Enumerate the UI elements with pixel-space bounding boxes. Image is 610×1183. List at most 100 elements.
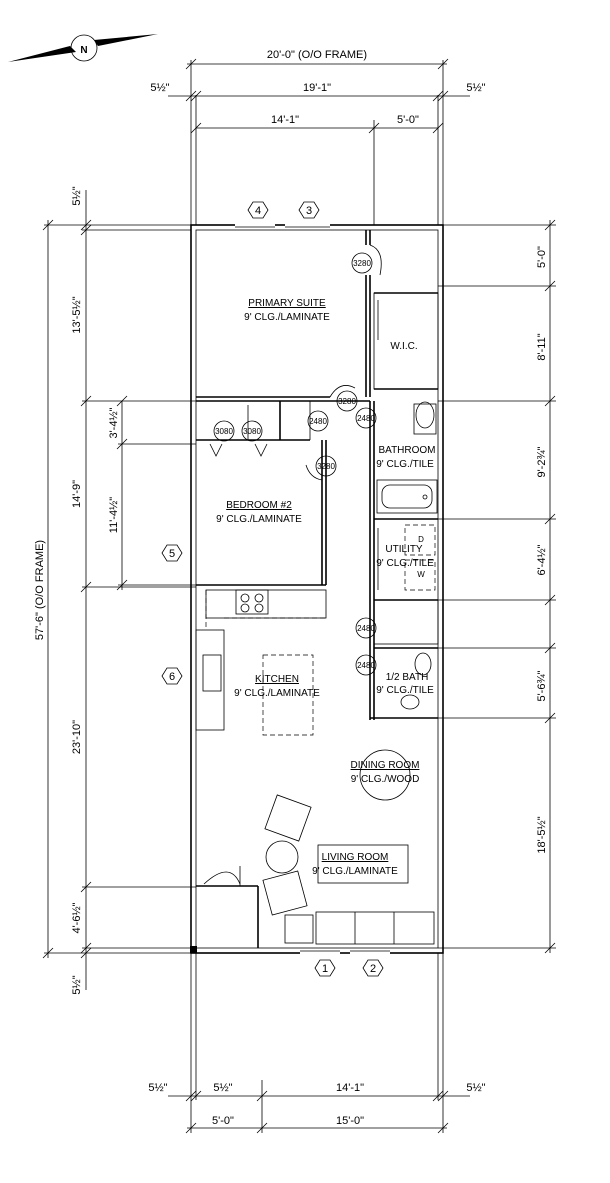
elevation-tag-5 — [161, 544, 183, 562]
elevation-tag-2 — [362, 959, 384, 977]
kitchen-sink-icon — [202, 654, 222, 692]
room-living-finish: 9' CLG./LAMINATE — [312, 866, 398, 877]
room-bath-finish: 9' CLG./TILE — [376, 459, 434, 470]
svg-text:2480: 2480 — [357, 414, 375, 423]
elevation-tag-1 — [314, 959, 336, 977]
dim-left-top-offset: 5½" — [71, 186, 83, 205]
room-bath-name: BATHROOM — [378, 445, 435, 456]
kitchen-island — [262, 654, 314, 736]
dim-bottom-right-offset: 5½" — [466, 1082, 485, 1094]
dryer-icon — [404, 524, 436, 556]
room-wic: W.I.C. — [390, 341, 417, 352]
room-half-name: 1/2 BATH — [386, 672, 429, 683]
room-dining-finish: 9' CLG./WOOD — [351, 774, 420, 785]
dim-top-right-span: 5'-0" — [397, 114, 419, 126]
dim-bottom-porch: 5'-0" — [212, 1115, 234, 1127]
room-kitchen-finish: 9' CLG./LAMINATE — [234, 688, 320, 699]
dim-left-bed-inner: 11'-4½" — [108, 497, 120, 533]
dim-bottom-left-offset: 5½" — [148, 1082, 167, 1094]
room-kitchen-name: KITCHEN — [255, 674, 299, 685]
room-living-name: LIVING ROOM — [322, 852, 389, 863]
dim-bottom-inner-offset: 5½" — [213, 1082, 232, 1094]
dim-left-bedroom: 14'-9" — [71, 480, 83, 508]
door-tags: 3280 3280 3280 3080 3080 2480 2480 2480 … — [209, 244, 382, 676]
dim-right-a: 5'-0" — [536, 246, 548, 268]
elevation-tag-6 — [161, 667, 183, 685]
dim-left-kitchen: 23'-10" — [71, 720, 83, 754]
door-tag-primary — [351, 252, 373, 274]
dim-top-right-offset: 5½" — [466, 82, 485, 94]
bath-toilet-icon — [415, 401, 435, 429]
elevation-tags: 4 3 5 6 1 2 — [161, 201, 384, 977]
interior-walls — [196, 230, 439, 720]
bottom-dimensions: 5½" 5½" 14'-1" 5½" 5'-0" 15'-0" — [148, 953, 486, 1134]
dining-table-icon — [359, 749, 411, 801]
svg-text:4: 4 — [255, 205, 261, 217]
half-bath-toilet-icon — [414, 652, 432, 676]
north-label: N — [80, 45, 87, 56]
washer-label: W — [417, 570, 425, 579]
svg-text:2: 2 — [370, 963, 376, 975]
dim-left-bottom-offset: 5½" — [71, 975, 83, 994]
washer-icon — [404, 559, 436, 591]
dim-top-inner: 19'-1" — [303, 82, 331, 94]
room-utility-name: UTILITY — [385, 544, 423, 555]
svg-text:3280: 3280 — [317, 462, 335, 471]
room-dining-name: DINING ROOM — [351, 760, 420, 771]
svg-text:3280: 3280 — [353, 259, 371, 268]
bathtub-icon — [376, 479, 438, 514]
stove-icon — [235, 589, 269, 615]
dim-bottom-main: 15'-0" — [336, 1115, 364, 1127]
dim-left-entry: 4'-6½" — [71, 902, 83, 933]
dim-top-overall: 20'-0" (O/O FRAME) — [267, 49, 367, 61]
dim-right-c: 9'-2¾" — [536, 446, 548, 477]
room-bed2-finish: 9' CLG./LAMINATE — [216, 514, 302, 525]
room-utility-finish: 9' CLG./TILE — [376, 558, 434, 569]
room-primary-name: PRIMARY SUITE — [248, 298, 326, 309]
door-tag-linen — [307, 410, 329, 432]
dim-right-b: 8'-11" — [536, 333, 548, 360]
exterior-walls — [190, 223, 444, 955]
dim-right-f: 18'-5½" — [536, 816, 548, 853]
svg-text:2480: 2480 — [357, 661, 375, 670]
svg-text:3280: 3280 — [338, 397, 356, 406]
svg-text:3080: 3080 — [215, 427, 233, 436]
svg-text:3080: 3080 — [243, 427, 261, 436]
half-bath-sink-icon — [400, 694, 420, 710]
door-tag-primary-hall — [336, 390, 358, 412]
svg-text:2480: 2480 — [309, 417, 327, 426]
room-half-finish: 9' CLG./TILE — [376, 685, 434, 696]
room-primary-finish: 9' CLG./LAMINATE — [244, 312, 330, 323]
svg-text:6: 6 — [169, 671, 175, 683]
door-tag-closet-a — [213, 420, 235, 442]
left-dimensions: 5½" 57'-6" (O/O FRAME) 13'-5½" 3'-4½" 14… — [34, 186, 196, 995]
coffee-table-icon — [265, 840, 299, 874]
dim-left-closet: 3'-4½" — [108, 407, 120, 438]
dim-top-left-span: 14'-1" — [271, 114, 299, 126]
side-table-icon — [284, 914, 314, 944]
door-tag-closet-b — [241, 420, 263, 442]
door-tag-bath — [355, 407, 377, 429]
dim-top-left-offset: 5½" — [150, 82, 169, 94]
door-tag-pantry — [355, 617, 377, 639]
dim-bottom-span: 14'-1" — [336, 1082, 364, 1094]
armchair-bottom-icon — [262, 870, 308, 916]
svg-text:2480: 2480 — [357, 624, 375, 633]
door-tag-bed2 — [315, 455, 337, 477]
room-labels: PRIMARY SUITE 9' CLG./LAMINATE W.I.C. BA… — [216, 298, 435, 877]
door-tag-halfbath — [355, 654, 377, 676]
right-dimensions: 5'-0" 8'-11" 9'-2¾" 6'-4½" 5'-6¾" 18'-5½… — [438, 219, 556, 954]
dim-left-overall: 57'-6" (O/O FRAME) — [34, 540, 46, 640]
dryer-label: D — [418, 535, 424, 544]
dim-left-primary: 13'-5½" — [71, 296, 83, 333]
svg-text:1: 1 — [322, 963, 328, 975]
elevation-tag-3 — [298, 201, 320, 219]
svg-text:3: 3 — [306, 205, 312, 217]
north-arrow-icon: N — [8, 34, 158, 62]
sofa-icon — [315, 911, 435, 945]
room-bed2-name: BEDROOM #2 — [226, 500, 292, 511]
dim-right-d: 6'-4½" — [536, 544, 548, 575]
living-rug — [317, 844, 409, 884]
top-dimensions: 20'-0" (O/O FRAME) 19'-1" 5½" 5½" 14'-1"… — [150, 49, 486, 225]
